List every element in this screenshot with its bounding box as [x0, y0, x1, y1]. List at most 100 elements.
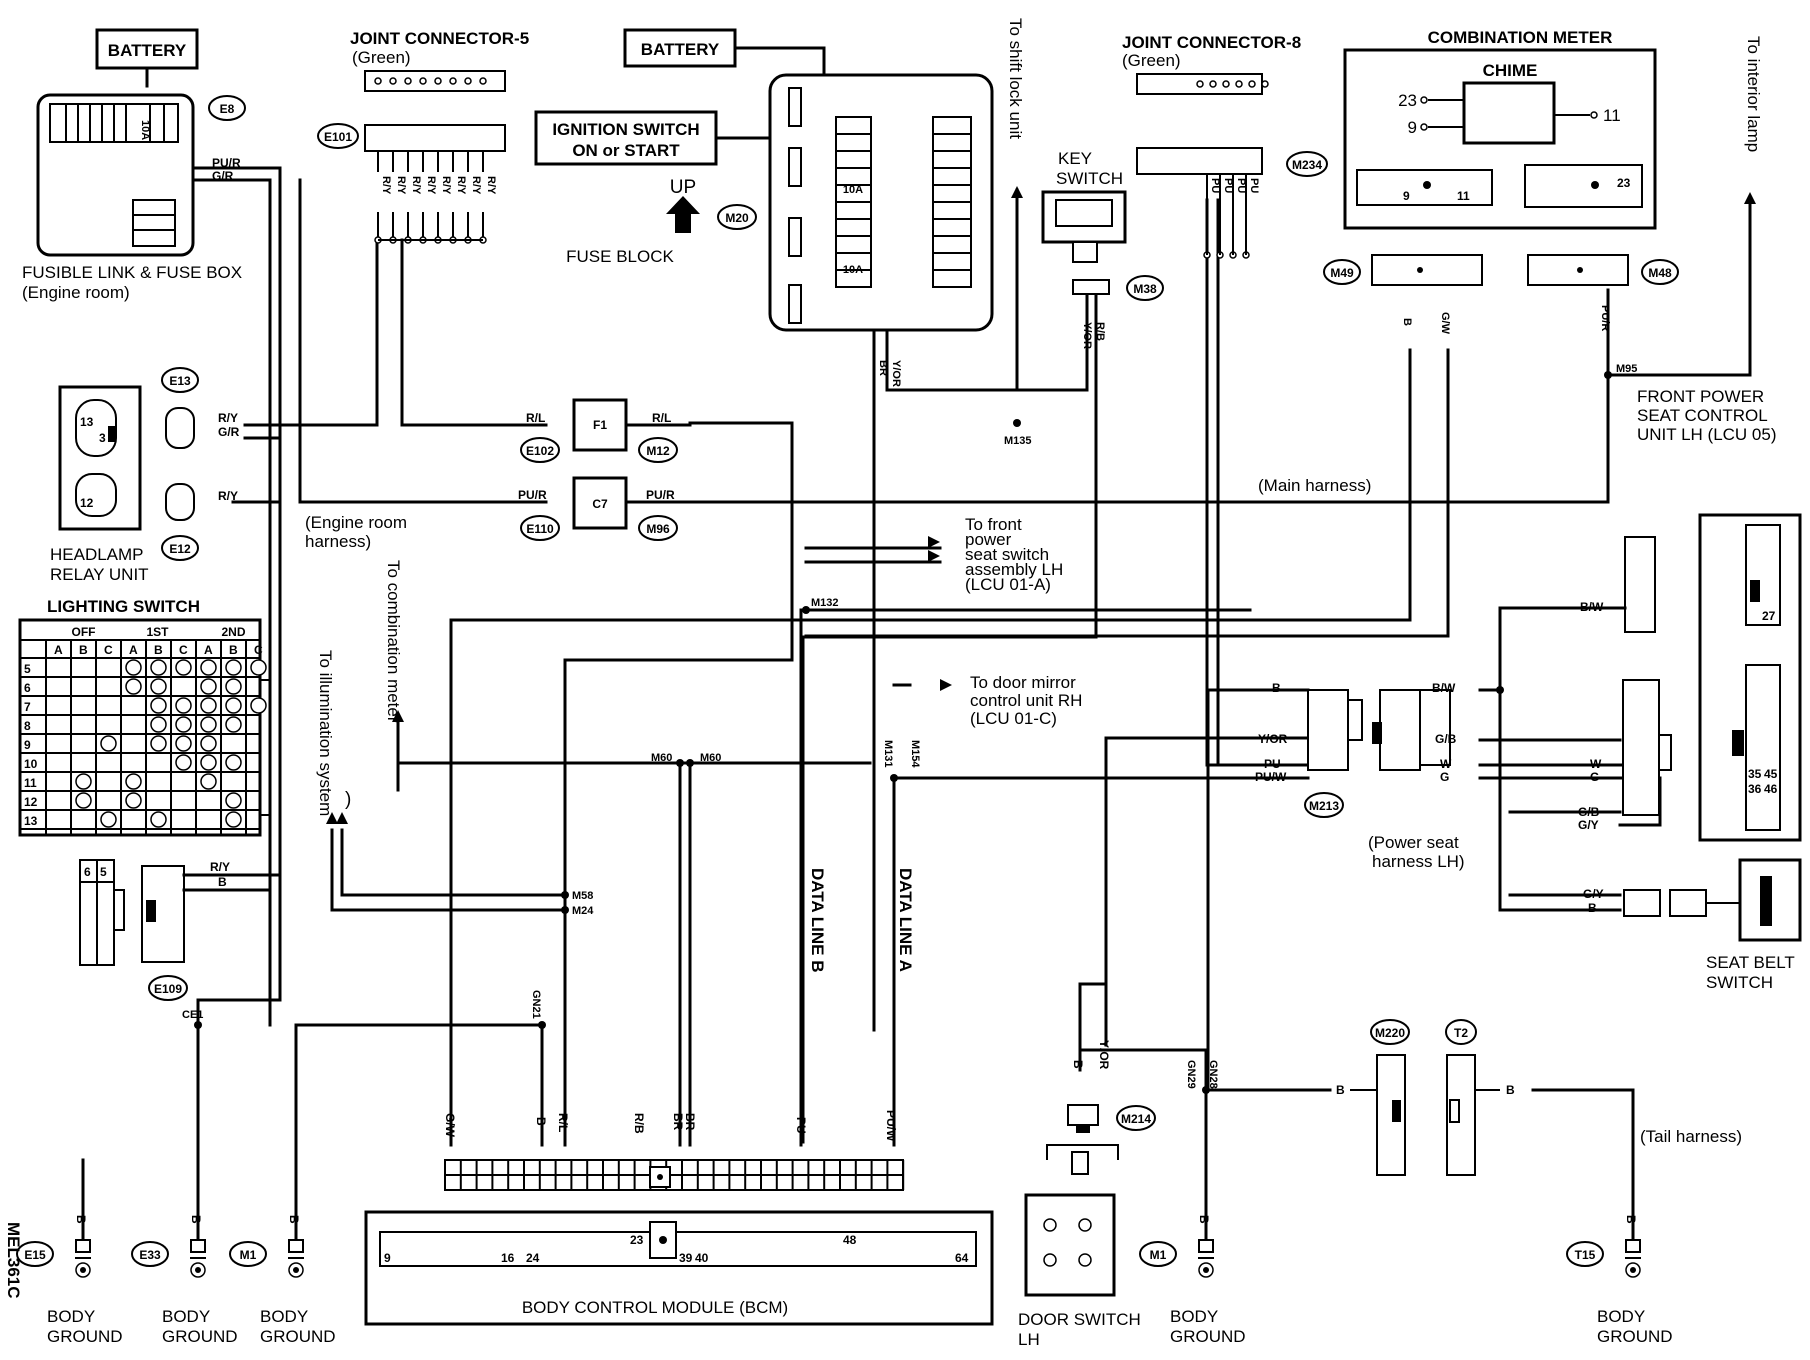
wire-gy-ps: G/Y	[1578, 818, 1599, 832]
connector-e110: E110	[526, 522, 554, 536]
to-shift-lock-label: To shift lock unit	[1006, 18, 1025, 139]
wire-gb-ps2: G/B	[1578, 805, 1600, 819]
jc5-wire-label: R/Y	[410, 176, 422, 195]
connector-m96: M96	[646, 522, 670, 536]
ls-contact-circle	[200, 697, 217, 714]
ground-connector-tag	[131, 1241, 169, 1267]
ls-contact-circle	[200, 716, 217, 733]
jc5-top-terminal	[374, 77, 382, 85]
ground-label-line2: GROUND	[47, 1327, 123, 1346]
combination-meter-title: COMBINATION METER	[1428, 28, 1613, 47]
connector-e8: E8	[208, 95, 246, 121]
jc5-top-terminal	[404, 77, 412, 85]
wire-rl-left: R/L	[526, 411, 545, 425]
ground-label-line1: BODY	[1170, 1307, 1218, 1326]
ls-col-label: A	[204, 643, 213, 657]
ls-contact-circle	[225, 792, 242, 809]
wire-w-ps2: W	[1590, 757, 1602, 771]
battery-left-label: BATTERY	[108, 41, 187, 60]
ls-contact-circle	[175, 659, 192, 676]
ls-row-label: 8	[24, 719, 31, 733]
ls-group-label: 2ND	[222, 625, 246, 639]
ground-connector-tag	[229, 1241, 267, 1267]
headlamp-relay-unit: 13 3 12 HEADLAMP RELAY UNIT E13 E12 R/Y …	[50, 367, 240, 584]
ls-contact-circle	[150, 697, 167, 714]
ground-wire-label: B	[287, 1215, 301, 1224]
ground-terminal	[288, 1239, 304, 1253]
ground-terminal	[1198, 1239, 1214, 1253]
power-seat-harness-line1: (Power seat	[1368, 833, 1459, 852]
body-control-module: 9 16 24 23 39 40 48 64 BODY CONTROL MODU…	[364, 1110, 994, 1326]
front-power-seat-label: FRONT POWER	[1637, 387, 1764, 406]
splice-gn29: GN29	[1185, 1060, 1197, 1089]
connector-m213: M213	[1309, 799, 1339, 813]
jc8-top-terminal	[1196, 80, 1204, 88]
ls-contact-circle	[150, 659, 167, 676]
ground-wire-label: B	[189, 1215, 203, 1224]
wire-b-e109: B	[218, 875, 227, 889]
jc5-wire-label: R/Y	[425, 176, 437, 195]
wire-b-m49: B	[1401, 318, 1413, 326]
ls-col-label: B	[154, 643, 163, 657]
ground-label-line2: GROUND	[260, 1327, 336, 1346]
ls-contact-circle	[200, 735, 217, 752]
ignition-line1: IGNITION SWITCH	[552, 120, 699, 139]
wire-b-tail1: B	[1336, 1083, 1345, 1097]
ignition-line2: ON or START	[572, 141, 680, 160]
ls-contact-circle	[175, 754, 192, 771]
wire-b-m213: B	[1272, 681, 1281, 695]
bcm-pin-16: 16	[501, 1251, 515, 1265]
body-grounds: BE15BODYGROUNDBE33BODYGROUNDBM1BODYGROUN…	[16, 1215, 1673, 1346]
ground-bolt-center	[293, 1267, 299, 1273]
e109-pin-6: 6	[84, 865, 91, 879]
wire-yor-ds: Y/OR	[1097, 1040, 1111, 1070]
ground-connector-tag	[16, 1241, 54, 1267]
up-arrow-icon	[666, 196, 700, 233]
jc5-wire-label: R/Y	[380, 176, 392, 195]
bcm-pin-9: 9	[384, 1251, 391, 1265]
battery-mid-label: BATTERY	[641, 40, 720, 59]
ls-contact-circle	[200, 678, 217, 695]
door-switch-line1: DOOR SWITCH	[1018, 1310, 1141, 1329]
relay-pin-12: 12	[80, 496, 94, 510]
ls-contact-circle	[150, 716, 167, 733]
front-power-seat-label: UNIT LH (LCU 05)	[1637, 425, 1777, 444]
ls-contact-circle	[75, 792, 92, 809]
ls-contact-circle	[175, 735, 192, 752]
ls-row-label: 10	[24, 757, 38, 771]
jc8-top-terminal	[1261, 80, 1269, 88]
ls-contact-circle	[225, 697, 242, 714]
chime-pin-9: 9	[1408, 118, 1417, 137]
splice-m58: M58	[572, 890, 593, 902]
shift-lock-key-switch: To shift lock unit KEY SWITCH M38	[1006, 18, 1164, 392]
ground-wire-label: B	[1197, 1215, 1211, 1224]
bcm-pin-48: 48	[843, 1233, 857, 1247]
connector-m38: M38	[1133, 282, 1157, 296]
svg-text:M49: M49	[1330, 266, 1354, 280]
diagram-id-label: MEL361C	[4, 1222, 23, 1299]
connector-m220: M220	[1375, 1026, 1405, 1040]
ls-contact-circle	[100, 735, 117, 752]
right-pin-27: 27	[1762, 609, 1776, 623]
to-interior-lamp-label: To interior lamp	[1744, 36, 1763, 152]
ls-contact-circle	[125, 792, 142, 809]
jc8-wire-label: PU	[1209, 178, 1221, 193]
svg-text:M48: M48	[1648, 266, 1672, 280]
connector-m12: M12	[646, 444, 670, 458]
fusible-link-subtitle: (Engine room)	[22, 283, 130, 302]
front-seat-switch-label: To front	[965, 515, 1022, 534]
jc8-color: (Green)	[1122, 51, 1181, 70]
splice-gn21: GN21	[530, 990, 542, 1019]
ground-label-line2: GROUND	[162, 1327, 238, 1346]
wire-pu-m213: PU	[1264, 757, 1281, 771]
ground-connector-name: E15	[24, 1248, 46, 1262]
splice-m131: M131	[882, 740, 894, 768]
ls-contact-circle	[125, 678, 142, 695]
jc5-title: JOINT CONNECTOR-5	[350, 29, 529, 48]
ls-row-label: 9	[24, 738, 31, 752]
ls-row-label: 7	[24, 700, 31, 714]
jc8-top-terminal	[1235, 80, 1243, 88]
